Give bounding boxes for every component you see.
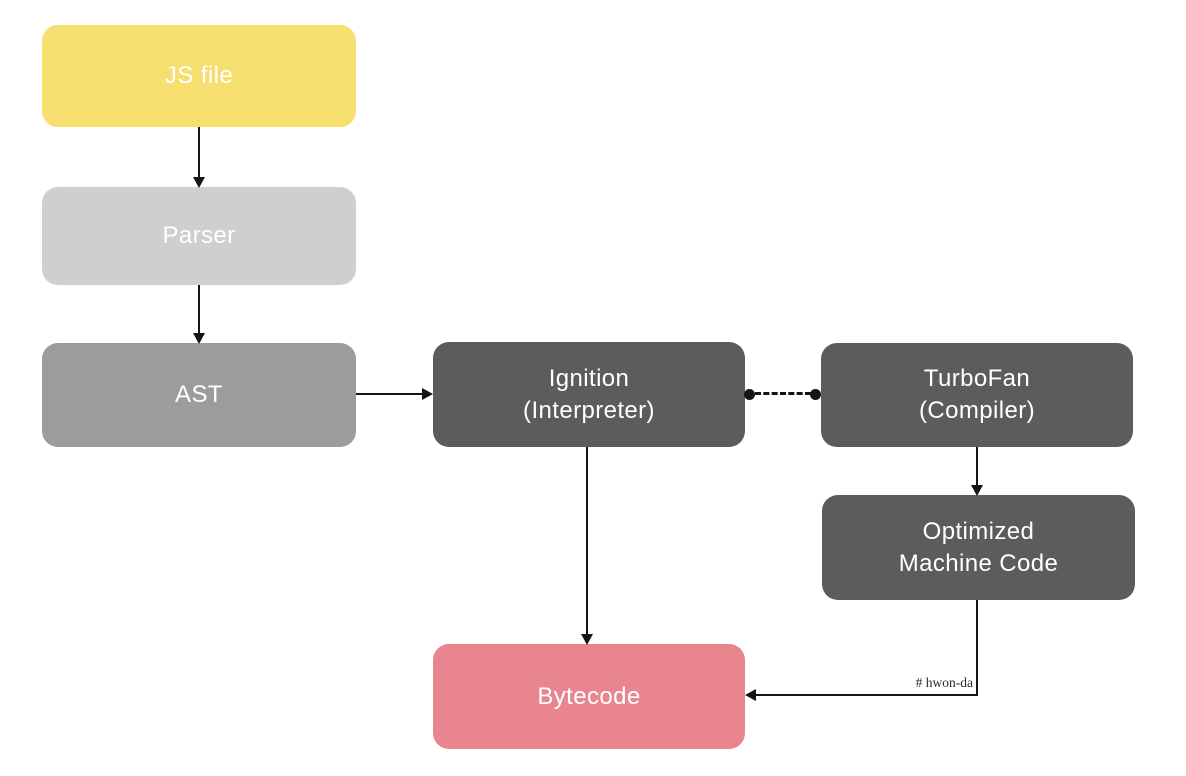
- edge-jsfile-parser-line: [198, 127, 200, 178]
- edge-jsfile-parser-arrowhead: [193, 177, 205, 188]
- edge-turbofan-optimized-arrowhead: [971, 485, 983, 496]
- edge-ignition-turbofan-dot-left: [744, 389, 755, 400]
- edge-ignition-turbofan-dashed-line: [755, 392, 811, 395]
- node-bytecode: Bytecode: [433, 644, 745, 749]
- edge-ignition-bytecode-arrowhead: [581, 634, 593, 645]
- node-ast: AST: [42, 343, 356, 447]
- edge-optimized-bytecode-horizontal-line: [755, 694, 978, 696]
- node-js-file: JS file: [42, 25, 356, 127]
- node-ignition-interpreter: Ignition (Interpreter): [433, 342, 745, 447]
- edge-turbofan-optimized-line: [976, 447, 978, 486]
- edge-parser-ast-line: [198, 285, 200, 334]
- edge-ignition-turbofan-dot-right: [810, 389, 821, 400]
- node-turbofan-compiler: TurboFan (Compiler): [821, 343, 1133, 447]
- edge-ast-ignition-line: [356, 393, 423, 395]
- edge-parser-ast-arrowhead: [193, 333, 205, 344]
- node-optimized-machine-code: Optimized Machine Code: [822, 495, 1135, 600]
- node-parser: Parser: [42, 187, 356, 285]
- edge-ast-ignition-arrowhead: [422, 388, 433, 400]
- edge-optimized-bytecode-arrowhead: [745, 689, 756, 701]
- credit-annotation: # hwon-da: [915, 675, 973, 690]
- edge-ignition-bytecode-line: [586, 447, 588, 635]
- edge-optimized-bytecode-vertical-line: [976, 600, 978, 696]
